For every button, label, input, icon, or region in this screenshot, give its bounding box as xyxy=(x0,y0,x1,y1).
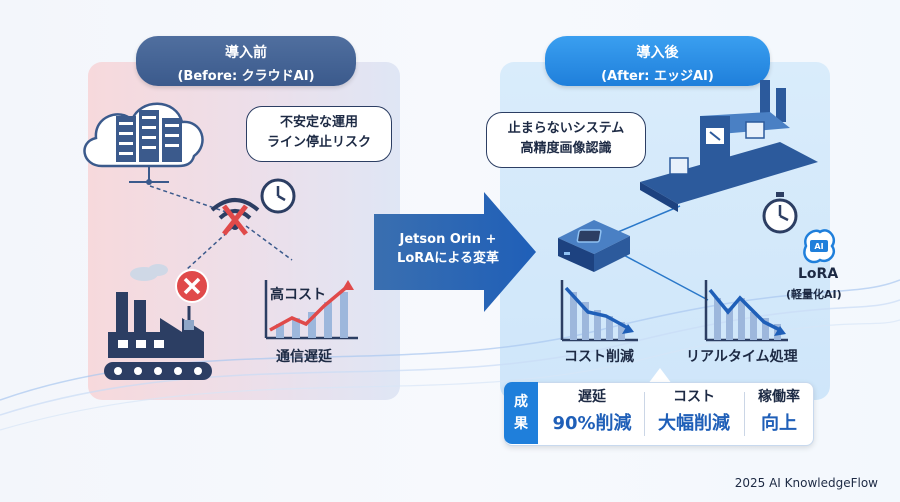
result-divider xyxy=(644,392,645,436)
transition-arrow xyxy=(374,192,536,312)
result-title: 遅延 xyxy=(578,389,606,405)
result-title: 稼働率 xyxy=(758,389,800,405)
results-box xyxy=(504,382,814,446)
credit-text: 2025 AI KnowledgeFlow xyxy=(734,476,878,490)
results-tag-char: 成 xyxy=(514,394,528,410)
transition-line: LoRAによる変革 xyxy=(397,251,499,266)
error-x-icon xyxy=(175,269,209,303)
before-title: 導入前 xyxy=(225,45,267,61)
cost-down-chart-icon xyxy=(560,280,638,342)
bubble-line: 高精度画像認識 xyxy=(520,141,612,156)
after-speech-bubble: 止まらないシステム 高精度画像認識 xyxy=(486,112,646,168)
realtime-label: リアルタイム処理 xyxy=(686,349,798,365)
before-speech-bubble: 不安定な運用 ライン停止リスク xyxy=(246,106,392,162)
lora-sub-label: (軽量化AI) xyxy=(786,288,842,301)
result-latency: 遅延 90%削減 xyxy=(544,386,640,435)
factory-icon xyxy=(104,264,212,380)
stopwatch-icon xyxy=(762,192,798,234)
conveyor-machine-icon xyxy=(640,80,818,212)
before-title-pill: 導入前 (Before: クラウドAI) xyxy=(136,36,356,86)
bubble-line: ライン停止リスク xyxy=(266,135,371,150)
transition-line: Jetson Orin + xyxy=(399,232,497,247)
bubble-line: 止まらないシステム xyxy=(507,121,625,136)
high-cost-label: 高コスト xyxy=(270,287,326,303)
result-title: コスト xyxy=(673,389,715,405)
ai-brain-icon: AI xyxy=(803,229,836,264)
clock-icon xyxy=(260,178,296,214)
result-cost: コスト 大幅削減 xyxy=(648,386,740,435)
result-value: 大幅削減 xyxy=(658,413,730,434)
cloud-server-icon xyxy=(83,102,204,185)
results-tag-char: 果 xyxy=(514,416,528,432)
edge-device-icon xyxy=(558,220,630,272)
transition-label: Jetson Orin + LoRAによる変革 xyxy=(388,230,508,268)
latency-label: 通信遅延 xyxy=(276,349,332,365)
result-uptime: 稼働率 向上 xyxy=(748,386,810,435)
lora-label: LoRA xyxy=(798,266,839,282)
bubble-line: 不安定な運用 xyxy=(279,115,358,130)
realtime-chart-icon xyxy=(704,280,788,342)
ai-chip-label: AI xyxy=(814,242,823,251)
result-value: 向上 xyxy=(761,413,797,434)
after-title: 導入後 xyxy=(636,45,679,61)
before-subtitle: (Before: クラウドAI) xyxy=(177,69,315,84)
cost-up-chart-icon xyxy=(264,280,358,340)
after-subtitle: (After: エッジAI) xyxy=(601,69,714,84)
result-pointer xyxy=(648,368,672,384)
result-value: 90%削減 xyxy=(552,413,632,434)
broken-wifi-icon xyxy=(210,198,260,236)
result-divider xyxy=(744,392,745,436)
cost-reduction-label: コスト削減 xyxy=(564,349,634,365)
after-title-pill: 導入後 (After: エッジAI) xyxy=(545,36,770,86)
results-tag: 成 果 xyxy=(504,382,538,444)
